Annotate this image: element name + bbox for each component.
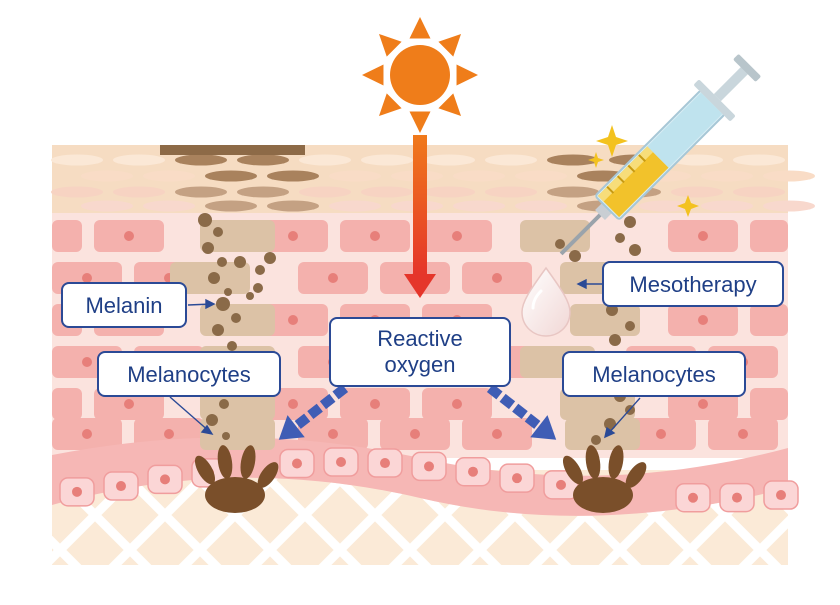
label-melanocytes-left-text: Melanocytes: [127, 362, 251, 387]
label-melanocytes-left: Melanocytes: [97, 351, 281, 397]
label-melanin: Melanin: [61, 282, 187, 328]
label-melanocytes-right: Melanocytes: [562, 351, 746, 397]
label-reactive-line1: Reactive: [377, 326, 463, 351]
reactive-oxygen-arrow-left: [278, 384, 349, 440]
melanocyte-left: [194, 445, 279, 513]
melanin-column-right: [520, 216, 645, 450]
syringe-icon: [559, 54, 761, 256]
label-reactive-oxygen: Reactive oxygen: [329, 317, 511, 387]
sun-icon: [362, 17, 478, 133]
sparkle-icon: [588, 125, 699, 217]
droplet-icon: [521, 266, 571, 337]
uv-arrow: [404, 135, 436, 298]
label-mesotherapy: Mesotherapy: [602, 261, 784, 307]
melanocyte-right: [562, 445, 647, 513]
label-mesotherapy-text: Mesotherapy: [629, 272, 756, 297]
label-reactive-line2: oxygen: [385, 352, 456, 377]
label-melanocytes-right-text: Melanocytes: [592, 362, 716, 387]
reactive-oxygen-arrow-right: [486, 384, 557, 440]
basal-cells: [59, 447, 799, 513]
leader-lines: [169, 278, 641, 439]
label-melanin-text: Melanin: [85, 293, 162, 318]
